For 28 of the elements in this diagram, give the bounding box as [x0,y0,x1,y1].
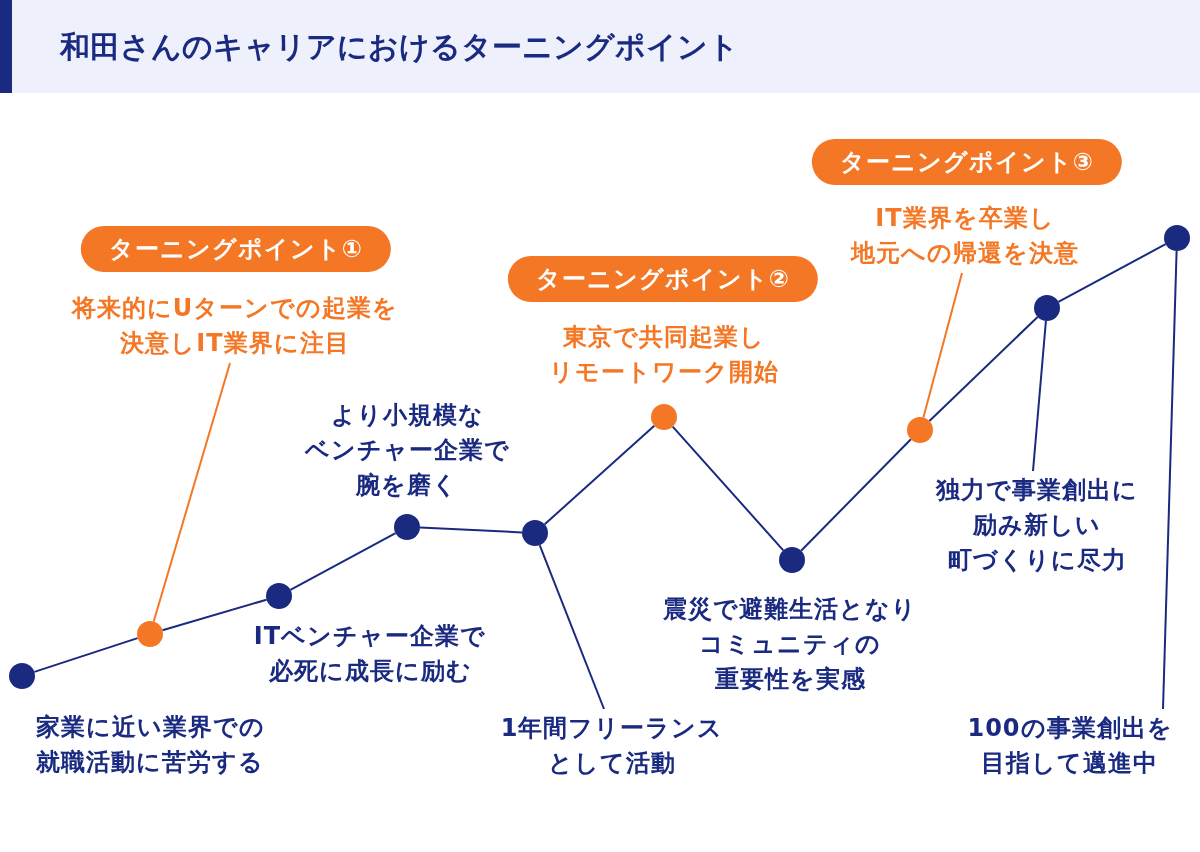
annotation-text: 震災で避難生活となりコミュニティの重要性を実感 [662,594,918,695]
leader-line [152,362,231,623]
line-segment [289,532,397,591]
annotation-text: 将来的にUターンでの起業を決意しIT業界に注目 [70,293,400,359]
turning-point-badge: ターニングポイント③ [811,139,1123,185]
line-segment [1057,243,1167,303]
line-segment [543,424,656,526]
line-segment [419,526,523,534]
leader-line [1032,320,1047,472]
title: 和田さんのキャリアにおけるターニングポイント [60,28,739,66]
line-segment [33,637,139,673]
leader-line [1162,250,1178,710]
annotation-text: 家業に近い業界での就職活動に苦労する [34,712,266,778]
leader-line [922,272,963,419]
leader-line [538,544,605,710]
turning-point-badge: ターニングポイント① [80,226,392,272]
annotation-text: ITベンチャー企業で必死に成長に励む [252,621,488,687]
line-segment [671,425,785,552]
annotation-text: IT業界を卒業し地元への帰還を決意 [849,203,1080,269]
annotation-text: 東京で共同起業しリモートワーク開始 [548,322,780,388]
line-segment [161,598,268,632]
line-segment [800,438,912,552]
annotation-text: 100の事業創出を目指して邁進中 [966,713,1174,779]
line-segment [928,316,1039,422]
annotation-text: 独力で事業創出に励み新しい町づくりに尽力 [934,475,1139,576]
turning-point-badge: ターニングポイント② [507,256,819,302]
annotation-text: 1年間フリーランスとして活動 [499,713,725,779]
annotation-text: より小規模なベンチャー企業で腕を磨く [303,400,511,501]
